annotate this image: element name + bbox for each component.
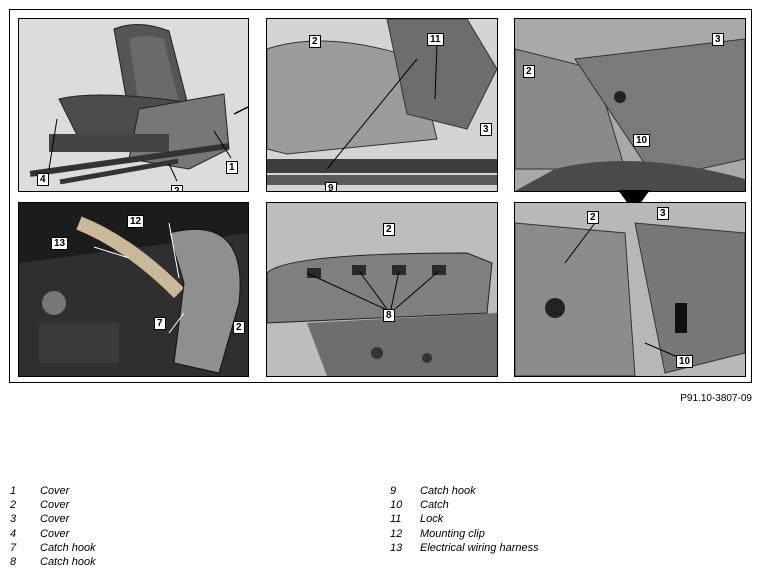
callout-3: 3: [480, 123, 492, 136]
panel-catch-hooks: 2 8: [266, 202, 498, 377]
callout-2: 2: [383, 223, 395, 236]
callout-2: 2: [523, 65, 535, 78]
callout-3: 3: [712, 33, 724, 46]
panel-catch-removed: 2 3 10: [514, 202, 746, 377]
figure-id: P91.10-3807-09: [680, 393, 752, 404]
callout-13: 13: [51, 237, 69, 250]
callout-2: 2: [309, 35, 321, 48]
callout-2: 2: [171, 185, 183, 191]
catch-detail-drawing: [515, 19, 745, 191]
callout-7: 7: [154, 317, 166, 330]
callout-10: 10: [633, 134, 651, 147]
seat-drawing: [19, 19, 248, 191]
callout-2: 2: [233, 321, 245, 334]
panel-catch-detail: 3 2 10: [514, 18, 746, 192]
panel-wiring-detail: 12 13 7 2: [18, 202, 249, 377]
callout-10: 10: [676, 355, 694, 368]
wiring-detail-drawing: [19, 203, 248, 376]
callout-4: 4: [37, 173, 49, 186]
illustration-frame: 1 2 4 2 11 3 9 3 2 10: [9, 9, 752, 383]
panel-seat-overview: 1 2 4: [18, 18, 249, 192]
catch-hooks-drawing: [267, 203, 497, 376]
cover-detail-drawing: [267, 19, 497, 191]
callout-3: 3: [657, 207, 669, 220]
callout-1: 1: [226, 161, 238, 174]
callout-2: 2: [587, 211, 599, 224]
callout-12: 12: [127, 215, 145, 228]
callout-11: 11: [427, 33, 444, 46]
catch-removed-drawing: [515, 203, 745, 376]
down-arrow-icon: [618, 190, 650, 212]
callout-8: 8: [383, 309, 395, 322]
panel-cover-detail: 2 11 3 9: [266, 18, 498, 192]
callout-9: 9: [325, 182, 337, 191]
